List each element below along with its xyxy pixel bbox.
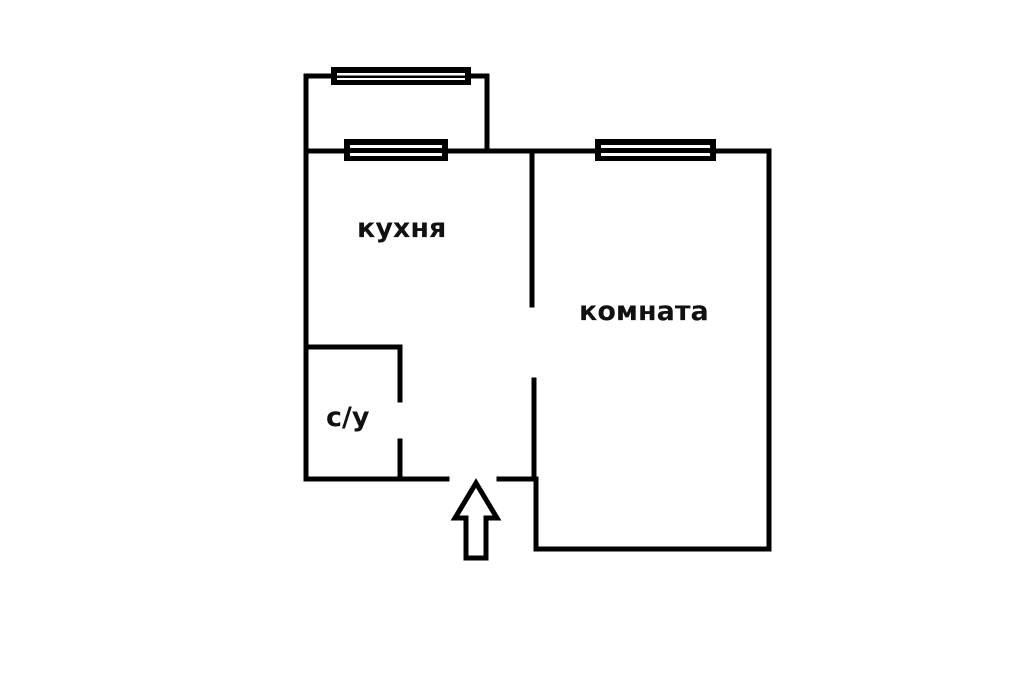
room-label-kitchen: кухня bbox=[357, 213, 447, 244]
partition-wall bbox=[529, 148, 537, 482]
kitchen-window bbox=[344, 139, 448, 161]
room-label-room: комната bbox=[579, 296, 709, 327]
entrance-arrow-icon bbox=[450, 478, 502, 561]
room-label-bathroom: с/у bbox=[326, 402, 370, 433]
bathroom-walls bbox=[303, 344, 403, 482]
balcony-window bbox=[331, 67, 471, 85]
outer-walls bbox=[303, 148, 772, 552]
room-window bbox=[595, 139, 716, 161]
